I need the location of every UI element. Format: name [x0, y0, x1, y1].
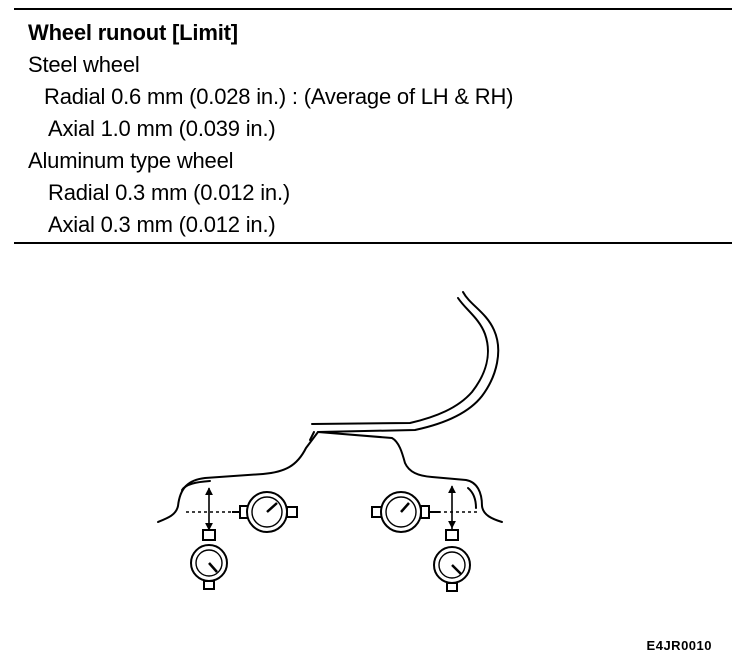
aluminum-radial-limit: Radial 0.3 mm (0.012 in.): [48, 180, 290, 205]
steel-radial-limit: Radial 0.6 mm (0.028 in.) : (Average of …: [44, 84, 514, 109]
spec-title: Wheel runout [Limit]: [28, 20, 238, 45]
aluminum-wheel-heading: Aluminum type wheel: [28, 148, 234, 173]
dial-gauge-icon: [433, 529, 471, 592]
figure-code: E4JR0010: [646, 638, 712, 653]
wheel-runout-diagram: [157, 291, 503, 592]
steel-axial-limit: Axial 1.0 mm (0.039 in.): [48, 116, 276, 141]
dial-gauge-icon: [371, 491, 440, 533]
spec-box: Wheel runout [Limit] Steel wheel Radial …: [14, 8, 732, 244]
dial-gauge-icon: [190, 529, 228, 590]
wheel-profile-icon: [157, 291, 503, 523]
aluminum-axial-limit: Axial 0.3 mm (0.012 in.): [48, 212, 276, 237]
steel-wheel-heading: Steel wheel: [28, 52, 140, 77]
dial-gauge-icon: [232, 491, 298, 533]
